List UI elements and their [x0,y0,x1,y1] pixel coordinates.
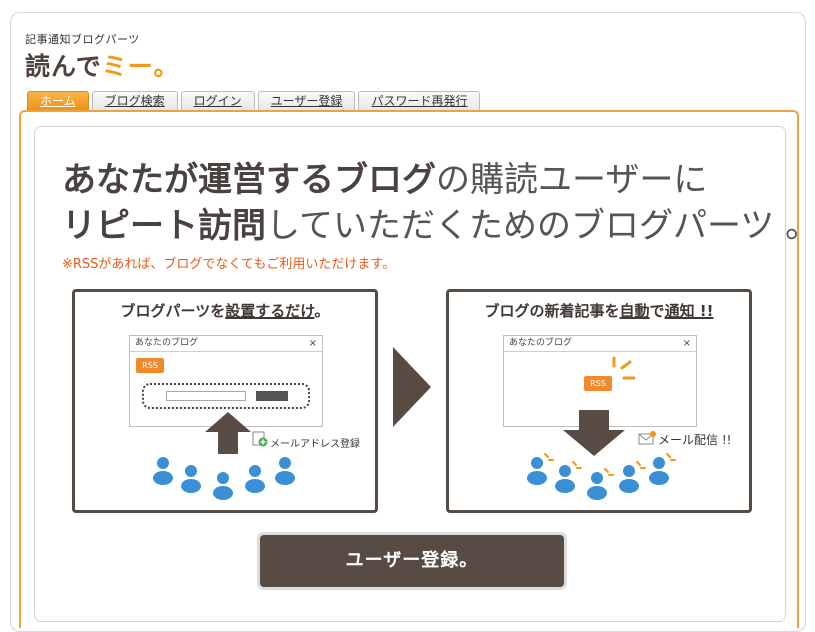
headline-line-1: あなたが運営するブログの購読ユーザーに [62,157,815,203]
headline-line-1-bold: あなたが運営するブログ [62,160,436,200]
page-container: 記事通知ブログパーツ 読んでミー。 ホーム ブログ検索 ログイン ユーザー登録 … [10,12,815,632]
install-title-underlined: 設置するだけ [225,302,315,320]
content-frame: あなたが運営するブログの購読ユーザーに リピート訪問していただくためのブログパー… [19,110,815,628]
user-register-button[interactable]: ユーザー登録。 [260,535,564,587]
install-panel: ブログパーツを設置するだけ。 あなたのブログ × RSS [72,289,378,513]
mail-delivery-label: メール配信 !! [658,433,732,447]
flow-arrow-icon [393,347,431,427]
down-arrow-icon [563,410,625,456]
subscribe-box [142,383,310,409]
notify-panel: ブログの新着記事を自動で通知 !! あなたのブログ × RSS [446,289,752,513]
rss-note: ※RSSがあれば、ブログでなくてもご利用いただけます。 [62,257,396,272]
rss-badge: RSS [136,358,164,373]
notify-panel-title: ブログの新着記事を自動で通知 !! [449,300,749,321]
headline-line-2: リピート訪問していただくためのブログパーツ 。 [62,203,815,249]
tab-user-register[interactable]: ユーザー登録 [257,91,356,111]
headline-line-2-bold: リピート訪問 [62,206,266,246]
install-title-post: 。 [314,302,330,320]
content-inner: あなたが運営するブログの購読ユーザーに リピート訪問していただくためのブログパー… [34,126,815,622]
notify-title-pre: ブログの新着記事を [484,302,620,320]
tab-password-reissue[interactable]: パスワード再発行 [358,91,481,111]
mail-icon [638,431,656,445]
close-icon: × [308,338,317,349]
blog-window-title: あなたのブログ [135,338,199,348]
email-input-mock [166,391,246,401]
add-email-icon [252,431,268,447]
close-icon: × [682,338,691,349]
notify-title-mid: で [649,302,665,320]
blog-window-mock: あなたのブログ × RSS [129,335,323,427]
notify-title-underlined-2: 通知 !! [664,302,714,320]
tab-login[interactable]: ログイン [180,91,255,111]
install-title-pre: ブログパーツを [120,302,226,320]
blog-window-title-2: あなたのブログ [509,338,573,348]
site-logo[interactable]: 記事通知ブログパーツ 読んでミー。 [25,31,180,83]
rss-badge-new: RSS [584,376,612,391]
up-arrow-icon [205,412,251,454]
install-panel-title: ブログパーツを設置するだけ。 [75,300,375,321]
blog-window-titlebar-2: あなたのブログ × [504,336,696,352]
email-register-label: メールアドレス登録 [270,439,360,450]
tab-home[interactable]: ホーム [27,91,89,111]
logo-title-accent: ミー。 [101,52,180,81]
submit-button-mock [256,391,288,401]
headline-line-2-rest: していただくためのブログパーツ 。 [266,206,815,246]
users-group-icon [153,457,295,500]
logo-title: 読んでミー。 [25,47,180,83]
logo-subtitle: 記事通知ブログパーツ [25,33,140,46]
blog-window-titlebar: あなたのブログ × [130,336,322,352]
new-post-sparkle-icon [612,356,636,380]
notify-title-underlined-1: 自動 [619,302,650,320]
tab-blog-search[interactable]: ブログ検索 [91,91,178,111]
hero-headline: あなたが運営するブログの購読ユーザーに リピート訪問していただくためのブログパー… [62,157,815,249]
main-nav: ホーム ブログ検索 ログイン ユーザー登録 パスワード再発行 [27,91,481,111]
logo-title-main: 読んで [25,52,102,81]
headline-line-1-rest: の購読ユーザーに [436,160,708,200]
users-notified-icon [527,453,676,500]
